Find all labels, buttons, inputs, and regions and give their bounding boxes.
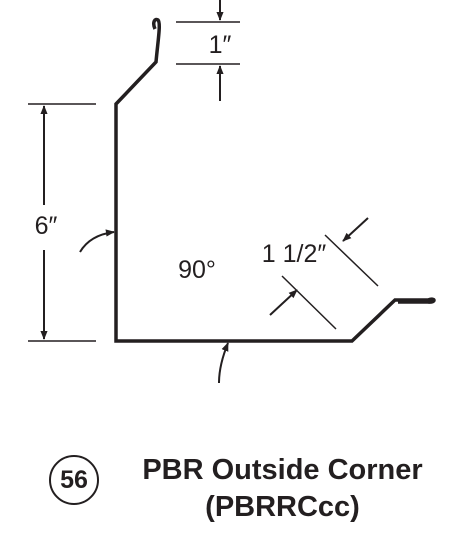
- dimension-label-top-hem: 1″: [209, 31, 232, 59]
- dimension-height: 6″: [28, 103, 96, 342]
- pointer-left-face: [79, 229, 115, 253]
- angle-label: 90°: [178, 256, 216, 284]
- dimension-label-height: 6″: [35, 212, 58, 240]
- figure-number-badge: 56: [49, 455, 99, 505]
- figure-code: (PBRRCcc): [205, 491, 360, 523]
- figure-title: PBR Outside Corner: [142, 454, 423, 486]
- profile-outline: [114, 17, 436, 343]
- figure-caption: PBR Outside Corner (PBRRCcc): [120, 452, 445, 526]
- pointer-bottom-face: [218, 342, 229, 384]
- dimension-label-flange: 1 1/2″: [262, 240, 327, 268]
- dimension-flange: 1 1/2″: [262, 217, 379, 330]
- dimension-top-hem: 1″: [176, 0, 240, 101]
